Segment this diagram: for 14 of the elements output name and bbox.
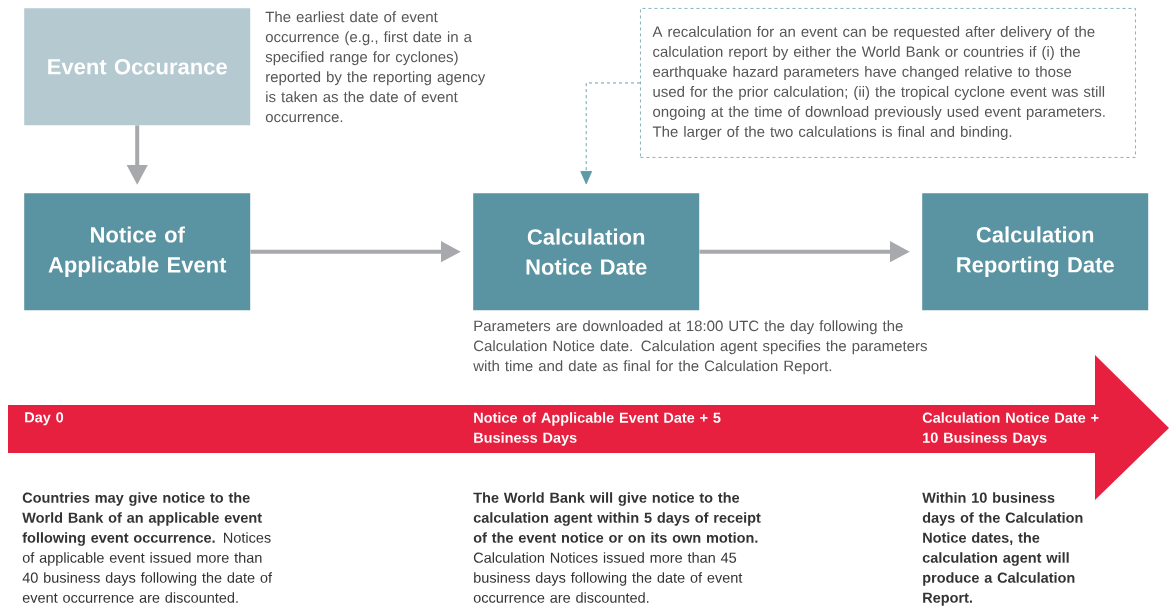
band-label: Notice of Applicable Event Date + 5 Business Days: [474, 412, 721, 446]
process-box: Notice of Applicable Event: [24, 193, 251, 311]
description-text: Countries may give notice to the World Bank of an applicable event following event occurrence. Notices of applicable event issued more than 40 business days following the date of event occurrence are discounted.: [22, 492, 273, 603]
description-text: Within 10 business days of the Calculation Notice dates, the calculation agent will produce a Calculation Report.: [922, 492, 1083, 606]
description-text: The World Bank will give notice to the calculation agent within 5 days of receipt of the event notice or on its own motion. Calculation Notices issued more than 45 business days following the date of event occurrence are discounted.: [473, 492, 761, 603]
note-box: A recalculation for an event can be requested after delivery of the calculation report by either the World Bank or countries if (i) the earthquake hazard parameters have changed relative to those used for the prior calculation; (ii) the tropical cyclone event was still ongoing at the time of download previously used event parameters. The larger of the two calculations is final and binding.: [640, 8, 1136, 158]
arrow: [580, 82, 641, 185]
process-box: Event Occurance: [24, 8, 251, 126]
band-label: Day 0: [25, 412, 64, 426]
caption-text: Parameters are downloaded at 18:00 UTC the day following the Calculation Notice date. Calculation agent specifies the parameters with time and date as final for the Calculation Report.: [473, 320, 927, 375]
process-box: Calculation Reporting Date: [922, 193, 1149, 311]
process-box: Calculation Notice Date: [473, 193, 700, 311]
caption-text: The earliest date of event occurrence (e.g., first date in a specified range for cyclones) reported by the reporting agency is taken as the date of event occurrence.: [265, 11, 486, 123]
band-label: Calculation Notice Date + 10 Business Days: [922, 412, 1099, 446]
